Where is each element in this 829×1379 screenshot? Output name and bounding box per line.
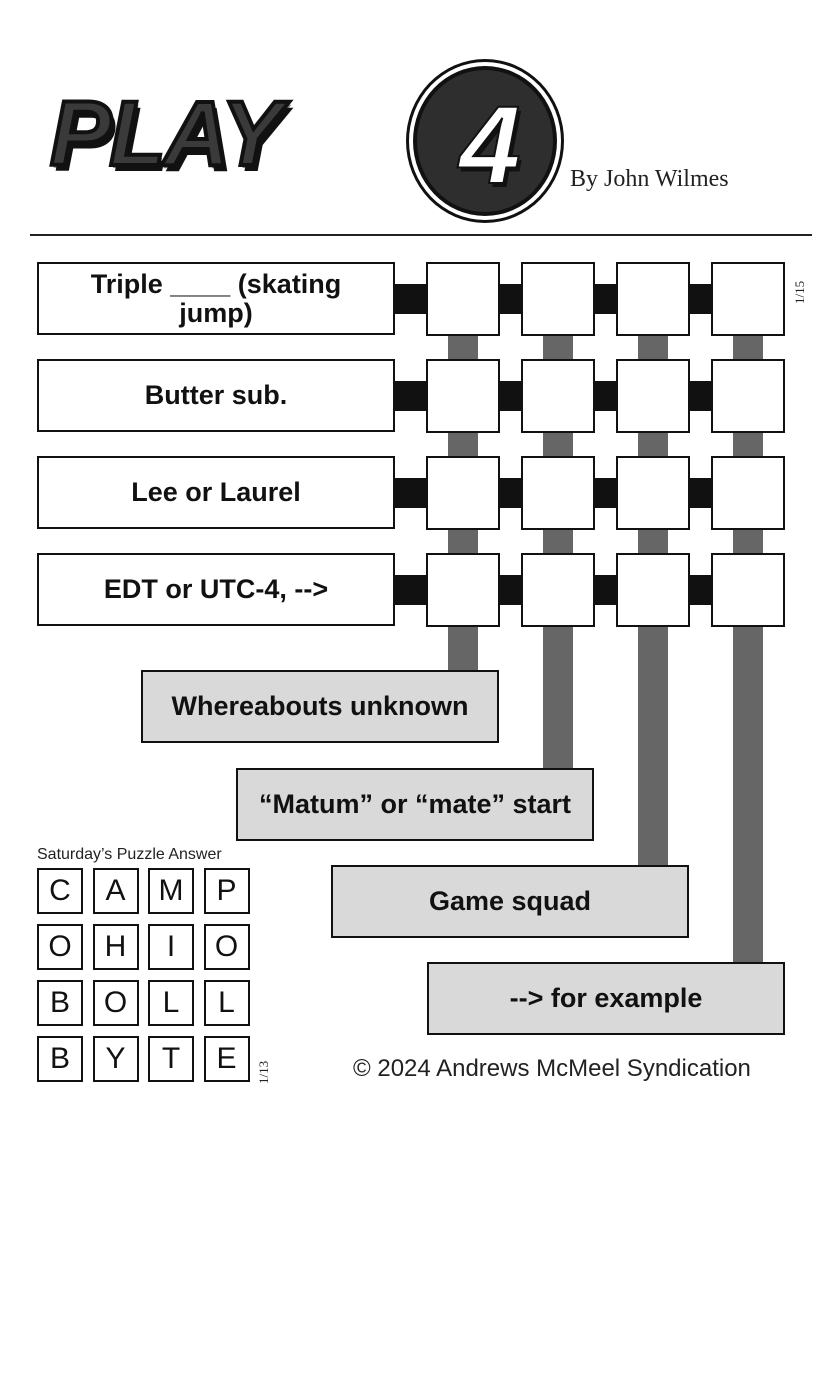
across-clue-3: Lee or Laurel: [37, 456, 395, 529]
across-connector: [395, 575, 426, 605]
answer-cell[interactable]: [426, 359, 500, 433]
down-clue-1: Whereabouts unknown: [141, 670, 499, 743]
across-connector: [395, 381, 426, 411]
answer-cell[interactable]: [521, 456, 595, 530]
across-connector: [594, 381, 616, 411]
across-connector: [689, 575, 711, 605]
across-connector: [689, 381, 711, 411]
answer-cell[interactable]: [711, 553, 785, 627]
previous-answer-label: Saturday’s Puzzle Answer: [37, 846, 222, 863]
previous-answer-cell: E: [203, 1036, 250, 1082]
puzzle-date: 1/15: [792, 280, 807, 304]
previous-answer-cell: C: [37, 868, 83, 914]
clue-text: --> for example: [509, 983, 703, 1013]
previous-answer-cell: L: [203, 980, 250, 1026]
previous-answer-cell: O: [203, 924, 250, 970]
clue-text: Game squad: [428, 886, 592, 916]
previous-answer-cell: B: [37, 1036, 83, 1082]
answer-cell[interactable]: [616, 359, 690, 433]
answer-cell[interactable]: [521, 262, 595, 336]
answer-cell[interactable]: [426, 553, 500, 627]
previous-answer-cell: O: [37, 924, 83, 970]
previous-answer-cell: A: [92, 868, 139, 914]
previous-answer-cell: Y: [92, 1036, 139, 1082]
down-clue-4: --> for example: [427, 962, 785, 1035]
divider: [30, 234, 812, 236]
previous-answer-date: 1/13: [256, 1060, 271, 1084]
clue-text: “Matum” or “mate” start: [258, 789, 572, 819]
clue-text: Lee or Laurel: [131, 477, 301, 507]
across-connector: [594, 284, 616, 314]
across-connector: [499, 381, 521, 411]
copyright: © 2024 Andrews McMeel Syndication: [353, 1055, 751, 1082]
answer-cell[interactable]: [616, 456, 690, 530]
logo-text: PLAY: [48, 81, 285, 187]
down-clue-3: Game squad: [331, 865, 689, 938]
across-connector: [594, 575, 616, 605]
previous-answer-cell: I: [148, 924, 194, 970]
previous-answer-cell: O: [92, 980, 139, 1026]
clue-text: Triple ____ (skating jump): [90, 268, 342, 328]
logo-circle: [413, 66, 557, 216]
previous-answer-cell: L: [148, 980, 194, 1026]
previous-answer-cell: M: [148, 868, 194, 914]
previous-answer-cell: H: [92, 924, 139, 970]
across-clue-2: Butter sub.: [37, 359, 395, 432]
byline: By John Wilmes: [570, 166, 729, 192]
clue-text: Butter sub.: [144, 380, 288, 410]
across-clue-1: Triple ____ (skating jump): [37, 262, 395, 335]
answer-cell[interactable]: [616, 553, 690, 627]
answer-cell[interactable]: [521, 553, 595, 627]
answer-cell[interactable]: [711, 456, 785, 530]
logo-number: 4: [458, 83, 521, 208]
across-connector: [594, 478, 616, 508]
down-clue-2: “Matum” or “mate” start: [236, 768, 594, 841]
across-connector: [395, 478, 426, 508]
across-connector: [689, 284, 711, 314]
previous-answer-cell: T: [148, 1036, 194, 1082]
answer-cell[interactable]: [426, 456, 500, 530]
across-connector: [499, 575, 521, 605]
clue-text: EDT or UTC-4, -->: [103, 574, 329, 604]
across-clue-4: EDT or UTC-4, -->: [37, 553, 395, 626]
clue-text: Whereabouts unknown: [171, 691, 469, 721]
answer-cell[interactable]: [426, 262, 500, 336]
across-connector: [395, 284, 426, 314]
across-connector: [689, 478, 711, 508]
answer-cell[interactable]: [711, 359, 785, 433]
previous-answer-cell: B: [37, 980, 83, 1026]
across-connector: [499, 284, 521, 314]
answer-cell[interactable]: [521, 359, 595, 433]
across-connector: [499, 478, 521, 508]
answer-cell[interactable]: [711, 262, 785, 336]
answer-cell[interactable]: [616, 262, 690, 336]
previous-answer-cell: P: [203, 868, 250, 914]
